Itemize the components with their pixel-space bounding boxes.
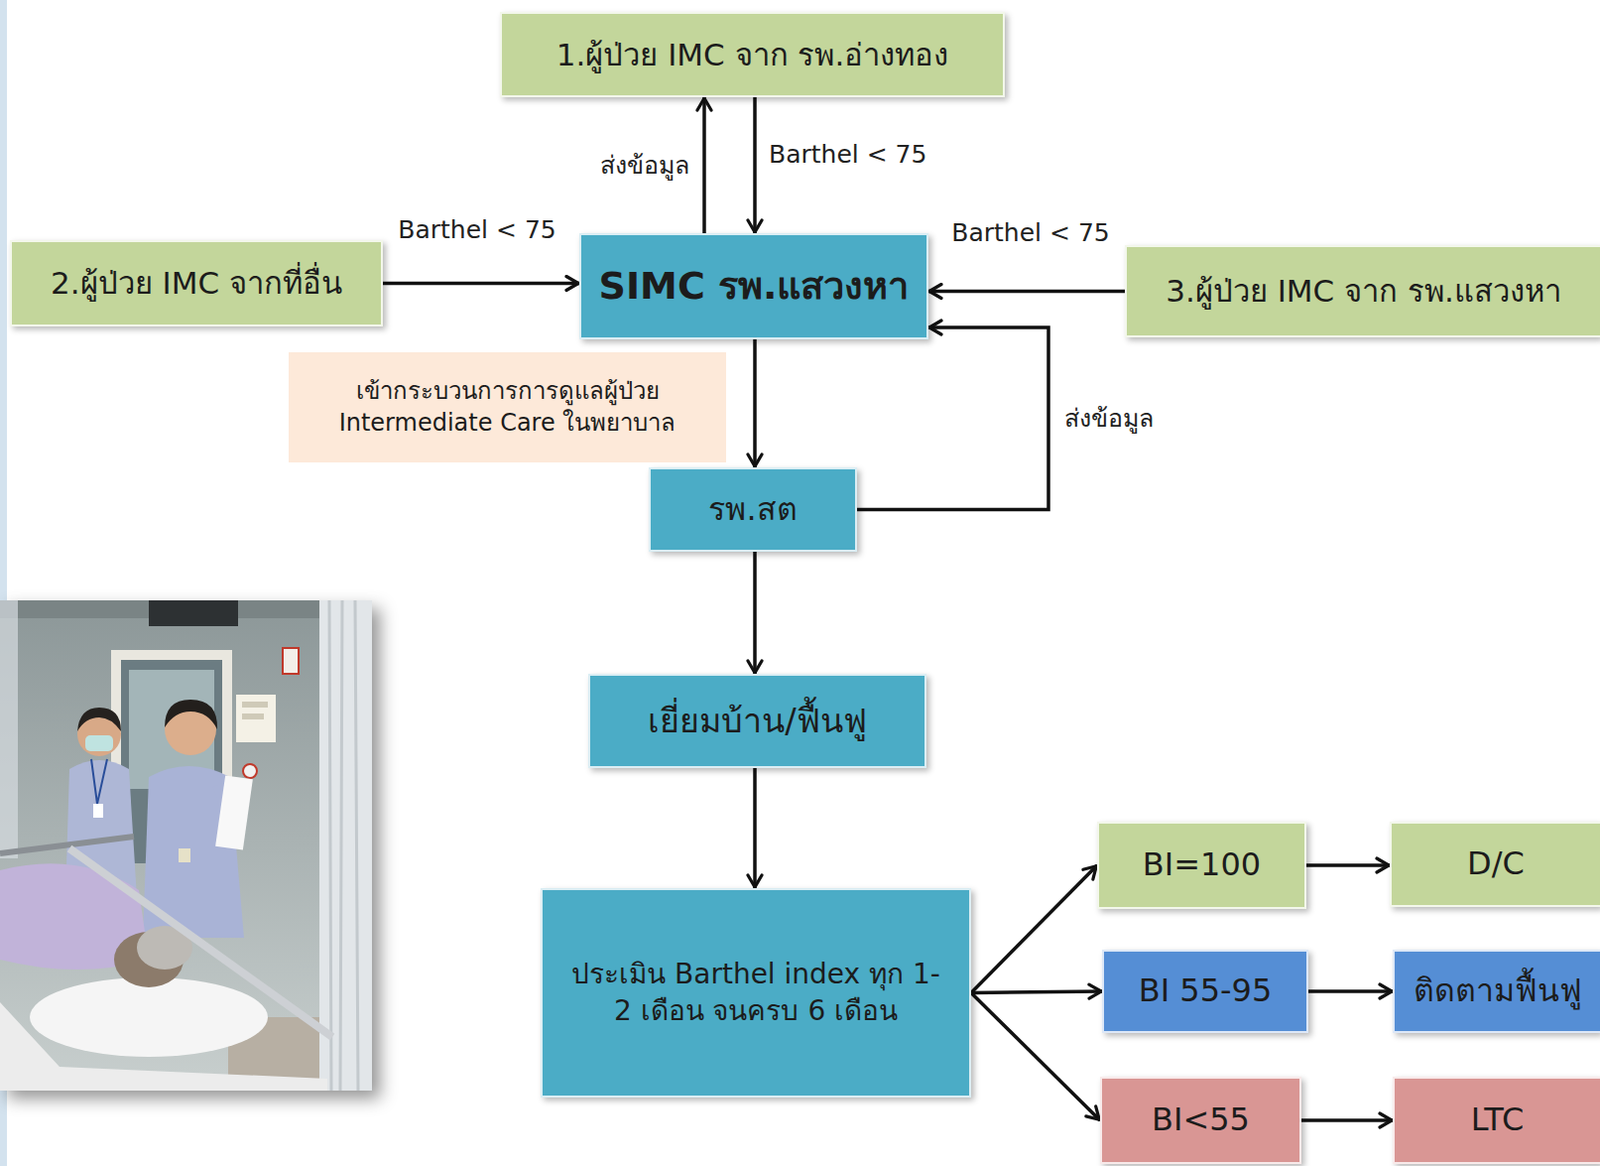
node-content: เยี่ยมบ้าน/ฟื้นฟู	[647, 698, 866, 742]
node-text: BI 55-95	[1138, 970, 1273, 1012]
node-content: BI=100	[1142, 844, 1261, 886]
outcome-box: D/C	[1389, 821, 1600, 907]
result-box: BI<55	[1100, 1076, 1302, 1164]
photo-shape	[282, 647, 299, 674]
node-text: BI=100	[1142, 844, 1261, 886]
flow-arrow	[752, 339, 757, 468]
edge-label: Barthel < 75	[765, 138, 930, 172]
result-box: BI 55-95	[1102, 949, 1309, 1033]
node-text: รพ.สต	[708, 489, 797, 531]
flow-arrow	[1301, 1117, 1393, 1122]
process-box: SIMC รพ.แสวงหา	[579, 233, 929, 340]
process-box: เยี่ยมบ้าน/ฟื้นฟู	[588, 673, 927, 768]
process-box: ประเมิน Barthel index ทุก 1-2 เดือน จนคร…	[540, 887, 972, 1098]
source-box: 1.ผู้ป่วย IMC จาก รพ.อ่างทอง	[499, 11, 1005, 98]
photo-shape	[319, 600, 372, 1091]
photo-shape	[0, 1001, 328, 1091]
node-text: 2.ผู้ป่วย IMC จากที่อื่น	[50, 262, 343, 303]
photo-shape	[243, 763, 257, 778]
source-box: 2.ผู้ป่วย IMC จากที่อื่น	[9, 240, 383, 327]
node-content: 3.ผู้ป่วย IMC จาก รพ.แสวงหา	[1165, 270, 1562, 311]
outcome-box: LTC	[1392, 1076, 1600, 1164]
photo-shape	[148, 600, 239, 626]
node-text: 3.ผู้ป่วย IMC จาก รพ.แสวงหา	[1165, 270, 1562, 311]
node-content: 2.ผู้ป่วย IMC จากที่อื่น	[50, 262, 343, 303]
photo-shape	[85, 735, 114, 751]
photo-shape	[0, 836, 134, 854]
process-box: รพ.สต	[648, 467, 858, 552]
edge-label: Barthel < 75	[948, 217, 1112, 250]
photo-shape	[93, 803, 104, 818]
node-text: BI<55	[1151, 1099, 1250, 1141]
flow-arrow	[928, 289, 1125, 294]
node-text: D/C	[1467, 843, 1525, 885]
node-text: SIMC รพ.แสวงหา	[599, 261, 910, 311]
node-content: 1.ผู้ป่วย IMC จาก รพ.อ่างทอง	[556, 34, 950, 75]
node-content: ติดตามฟื้นฟู	[1413, 970, 1583, 1012]
photo-shape	[215, 774, 253, 850]
node-content: BI 55-95	[1138, 970, 1273, 1012]
edge-label: ส่งข้อมูล	[1061, 402, 1157, 436]
photo-shape	[77, 707, 122, 732]
photo-shape	[29, 977, 268, 1057]
node-content: LTC	[1471, 1099, 1524, 1141]
edge-label: Barthel < 75	[394, 214, 559, 247]
node-content: ประเมิน Barthel index ทุก 1-2 เดือน จนคร…	[570, 956, 942, 1029]
nurse-right	[142, 699, 253, 938]
node-content: เข้ากระบวนการการดูแลผู้ป่วย Intermediate…	[318, 375, 697, 438]
curtain	[0, 600, 372, 1091]
node-content: BI<55	[1151, 1099, 1250, 1141]
room	[0, 600, 372, 1091]
photo-shape	[236, 694, 276, 742]
photo-shape	[0, 600, 18, 859]
photo-shape	[242, 713, 264, 720]
node-text: เยี่ยมบ้าน/ฟื้นฟู	[647, 698, 866, 742]
flow-arrow	[752, 97, 757, 234]
flow-arrow	[1308, 988, 1393, 993]
hospital-bed	[0, 836, 333, 1091]
edge-label: ส่งข้อมูล	[597, 149, 693, 183]
outcome-box: ติดตามฟื้นฟู	[1392, 949, 1600, 1033]
flow-arrow	[971, 992, 1101, 1121]
note-box: เข้ากระบวนการการดูแลผู้ป่วย Intermediate…	[288, 352, 727, 463]
flow-arrow	[971, 990, 1103, 993]
node-content: รพ.สต	[708, 489, 797, 531]
flow-arrow	[857, 327, 1049, 510]
photo-shape	[164, 699, 218, 730]
flow-arrow	[702, 97, 707, 234]
node-text: ติดตามฟื้นฟู	[1413, 970, 1583, 1012]
node-text: ประเมิน Barthel index ทุก 1-2 เดือน จนคร…	[570, 956, 942, 1029]
photo-shape	[69, 848, 333, 1037]
node-text: 1.ผู้ป่วย IMC จาก รพ.อ่างทอง	[556, 34, 950, 75]
photo-shape	[91, 758, 108, 804]
photo-shape	[0, 600, 372, 1091]
node-content: SIMC รพ.แสวงหา	[599, 261, 910, 311]
node-content: D/C	[1467, 843, 1525, 885]
flow-arrow	[752, 767, 757, 888]
node-text: เข้ากระบวนการการดูแลผู้ป่วย Intermediate…	[318, 375, 697, 438]
flow-arrow	[752, 551, 757, 674]
photo-shape	[329, 600, 359, 1091]
flow-arrow	[971, 864, 1098, 993]
result-box: BI=100	[1097, 821, 1307, 909]
node-text: LTC	[1471, 1099, 1524, 1141]
source-box: 3.ผู้ป่วย IMC จาก รพ.แสวงหา	[1124, 245, 1600, 338]
photo-illustration	[0, 600, 372, 1091]
photo-shape	[242, 701, 268, 708]
flow-arrow	[1306, 862, 1390, 867]
photo-shape	[178, 848, 191, 862]
flow-arrow	[382, 281, 580, 286]
